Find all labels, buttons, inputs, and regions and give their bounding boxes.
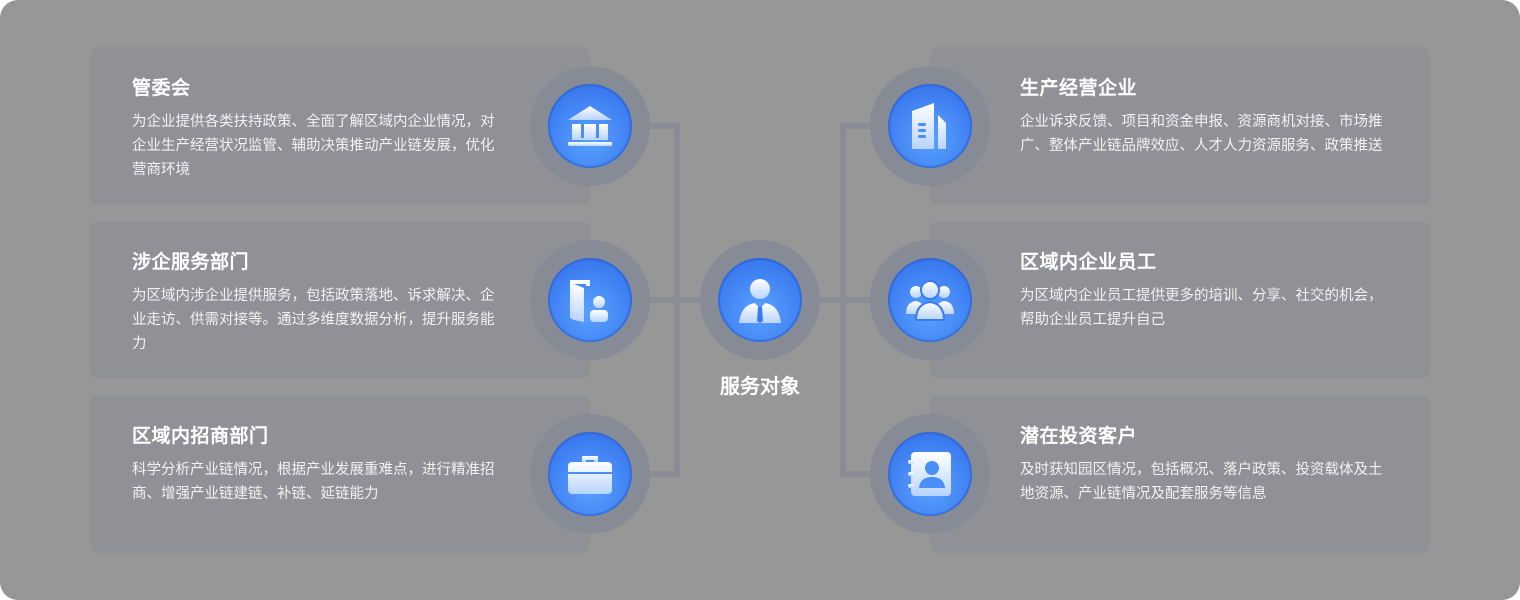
card-title: 区域内招商部门 — [132, 425, 269, 447]
card-title: 管委会 — [132, 77, 191, 99]
card-employees: 区域内企业员工 为区域内企业员工提供更多的培训、分享、社交的机会，帮助企业员工提… — [930, 221, 1430, 379]
icon-ring — [530, 414, 650, 534]
card-enterprise-service-dept: 涉企服务部门 为区域内涉企业提供服务，包括政策落地、诉求解决、企业走访、供需对接… — [90, 221, 590, 379]
card-investment-dept: 区域内招商部门 科学分析产业链情况，根据产业发展重难点，进行精准招商、增强产业链… — [90, 395, 590, 553]
card-description: 及时获知园区情况，包括概况、落户政策、投资载体及土地资源、产业链情况及配套服务等… — [1020, 462, 1383, 502]
center-label: 服务对象 — [720, 374, 800, 398]
card-title: 潜在投资客户 — [1020, 425, 1138, 447]
connector — [650, 471, 680, 477]
card-production-enterprise: 生产经营企业 企业诉求反馈、项目和资金申报、资源商机对接、市场推广、整体产业链品… — [930, 47, 1430, 205]
icon-ring — [870, 66, 990, 186]
card-description: 为区域内企业员工提供更多的培训、分享、社交的机会，帮助企业员工提升自己 — [1020, 288, 1383, 328]
card-description: 企业诉求反馈、项目和资金申报、资源商机对接、市场推广、整体产业链品牌效应、人才人… — [1020, 114, 1383, 154]
center-icon-ring — [700, 240, 820, 360]
person-icon — [739, 279, 781, 323]
card-title: 生产经营企业 — [1020, 77, 1138, 99]
card-potential-investors: 潜在投资客户 及时获知园区情况，包括概况、落户政策、投资载体及土地资源、产业链情… — [930, 395, 1430, 553]
contact-card-icon — [908, 452, 951, 496]
icon-ring — [870, 240, 990, 360]
card-description: 为区域内涉企业提供服务，包括政策落地、诉求解决、企业走访、供需对接等。通过多维度… — [132, 288, 495, 352]
card-description: 科学分析产业链情况，根据产业发展重难点，进行精准招商、增强产业链建链、补链、延链… — [132, 462, 495, 502]
icon-ring — [870, 414, 990, 534]
card-description: 为企业提供各类扶持政策、全面了解区域内企业情况，对企业生产经营状况监管、辅助决策… — [132, 114, 495, 178]
card-title: 涉企服务部门 — [132, 251, 250, 273]
connector — [840, 471, 870, 477]
building-icon — [912, 103, 946, 149]
door-person-icon — [570, 280, 608, 322]
bank-icon — [568, 106, 612, 146]
connector — [650, 123, 680, 129]
group-icon — [906, 280, 954, 321]
briefcase-icon — [568, 456, 612, 494]
connector — [840, 123, 846, 477]
card-management-committee: 管委会 为企业提供各类扶持政策、全面了解区域内企业情况，对企业生产经营状况监管、… — [90, 47, 590, 205]
card-title: 区域内企业员工 — [1020, 251, 1157, 273]
icon-ring — [530, 66, 650, 186]
icon-ring — [530, 240, 650, 360]
connector — [840, 123, 870, 129]
